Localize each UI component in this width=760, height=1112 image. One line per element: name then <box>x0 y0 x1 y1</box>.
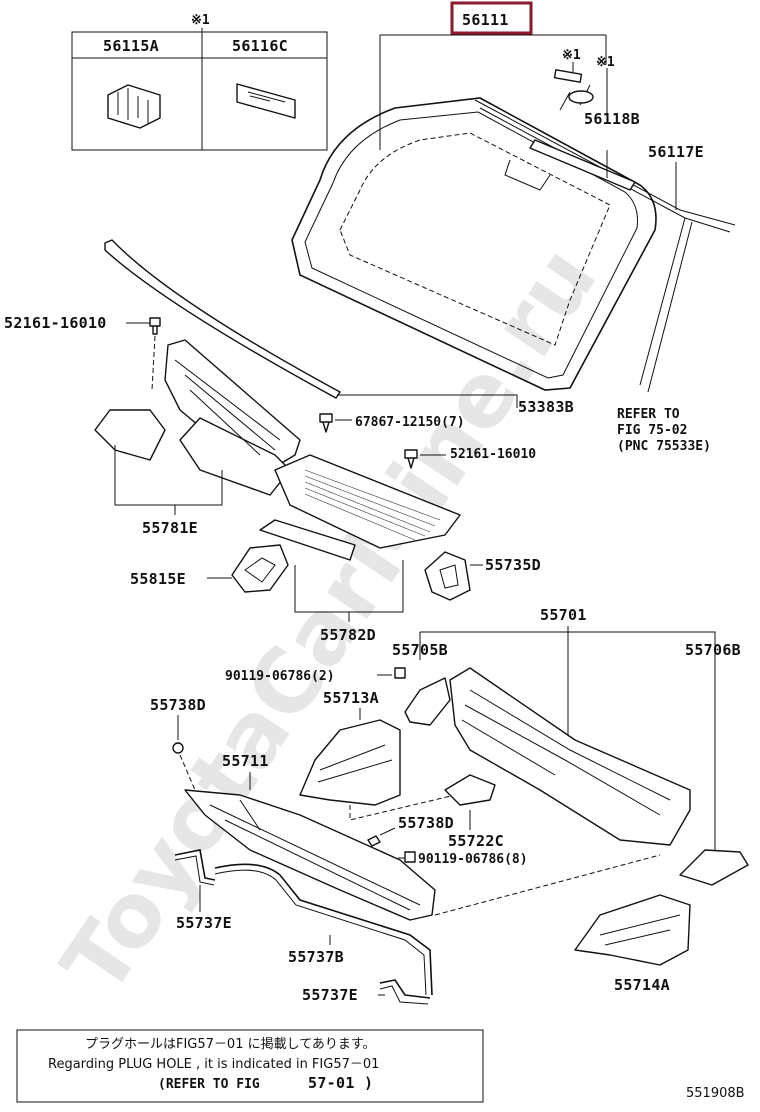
label-90119-06786-b[interactable]: 90119-06786(8) <box>418 852 528 867</box>
label-55738D-b[interactable]: 55738D <box>398 814 454 832</box>
label-55713A[interactable]: 55713A <box>323 689 379 707</box>
note-line-1: プラグホールはFIG57－01 に掲載してあります。 <box>85 1036 376 1052</box>
label-55714A[interactable]: 55714A <box>614 976 670 994</box>
clip-56115A-on-glass <box>553 69 583 83</box>
label-52161-16010-b[interactable]: 52161-16010 <box>450 447 536 462</box>
panel-55781E <box>94 339 301 496</box>
label-55722C[interactable]: 55722C <box>448 832 504 850</box>
panel-55711 <box>184 789 436 921</box>
note-line-2: Regarding PLUG HOLE , it is indicated in… <box>48 1057 379 1072</box>
label-55706B[interactable]: 55706B <box>685 641 741 659</box>
mark-1: ※1 <box>562 48 581 63</box>
panel-55713A <box>299 719 401 806</box>
clip-56115A-icon <box>107 84 161 129</box>
hose-55737E-b <box>379 979 431 1005</box>
clip-icon-3 <box>404 449 418 469</box>
bolt-icon-2 <box>404 851 416 863</box>
label-55701[interactable]: 55701 <box>540 606 587 624</box>
legend-box <box>71 31 328 151</box>
label-52161-16010-a[interactable]: 52161-16010 <box>4 314 107 332</box>
label-55815E[interactable]: 55815E <box>130 570 186 588</box>
hose-55737B <box>214 863 433 996</box>
clip-56116C-icon <box>236 83 296 119</box>
refer-line-1: REFER TO <box>617 407 680 422</box>
label-56118B[interactable]: 56118B <box>584 110 640 128</box>
bracket-55706B <box>679 849 749 886</box>
clip-56116C-on-glass <box>568 90 594 104</box>
label-55735D[interactable]: 55735D <box>485 556 541 574</box>
panel-55714A <box>574 894 691 966</box>
clip-icon <box>149 317 161 335</box>
legend-mark: ※1 <box>191 13 210 28</box>
mark-2: ※1 <box>596 55 615 70</box>
label-53383B[interactable]: 53383B <box>518 398 574 416</box>
header-part-highlight <box>450 1 533 35</box>
clip-icon-2 <box>319 413 333 433</box>
molding-56117E <box>474 99 736 393</box>
label-55737E-b[interactable]: 55737E <box>302 986 358 1004</box>
figure-code: 551908B <box>686 1086 745 1101</box>
bracket-55815E <box>231 544 289 593</box>
bracket-55722C <box>444 774 496 806</box>
bracket-55735D <box>424 551 471 601</box>
refer-line-3: (PNC 75533E) <box>617 439 711 454</box>
bracket-55705B <box>404 677 451 726</box>
label-55781E[interactable]: 55781E <box>142 519 198 537</box>
legend-item-56116C[interactable]: 56116C <box>232 37 288 55</box>
label-90119-06786-a[interactable]: 90119-06786(2) <box>225 669 335 684</box>
strip-56118B <box>529 139 636 191</box>
label-55711[interactable]: 55711 <box>222 752 269 770</box>
watermark: ToyotaCarMine.ru <box>42 229 617 1012</box>
bolt-icon <box>394 667 406 679</box>
note-box <box>16 1029 484 1103</box>
label-56117E[interactable]: 56117E <box>648 143 704 161</box>
label-67867-12150[interactable]: 67867-12150(7) <box>355 415 465 430</box>
label-55782D[interactable]: 55782D <box>320 626 376 644</box>
label-55737E-a[interactable]: 55737E <box>176 914 232 932</box>
hose-55737E-a <box>174 849 216 886</box>
header-part-number[interactable]: 56111 <box>462 11 509 29</box>
label-55705B[interactable]: 55705B <box>392 641 448 659</box>
grommet-icon <box>172 742 184 754</box>
note-line-3b: 57-01 ) <box>308 1074 373 1092</box>
legend-item-56115A[interactable]: 56115A <box>103 37 159 55</box>
louver-55782D <box>259 454 461 561</box>
label-55737B[interactable]: 55737B <box>288 948 344 966</box>
note-line-3a: (REFER TO FIG <box>158 1077 260 1092</box>
panel-55701 <box>449 667 691 846</box>
refer-line-2: FIG 75-02 <box>617 423 687 438</box>
grommet-icon-2 <box>367 835 381 847</box>
label-55738D-a[interactable]: 55738D <box>150 696 206 714</box>
